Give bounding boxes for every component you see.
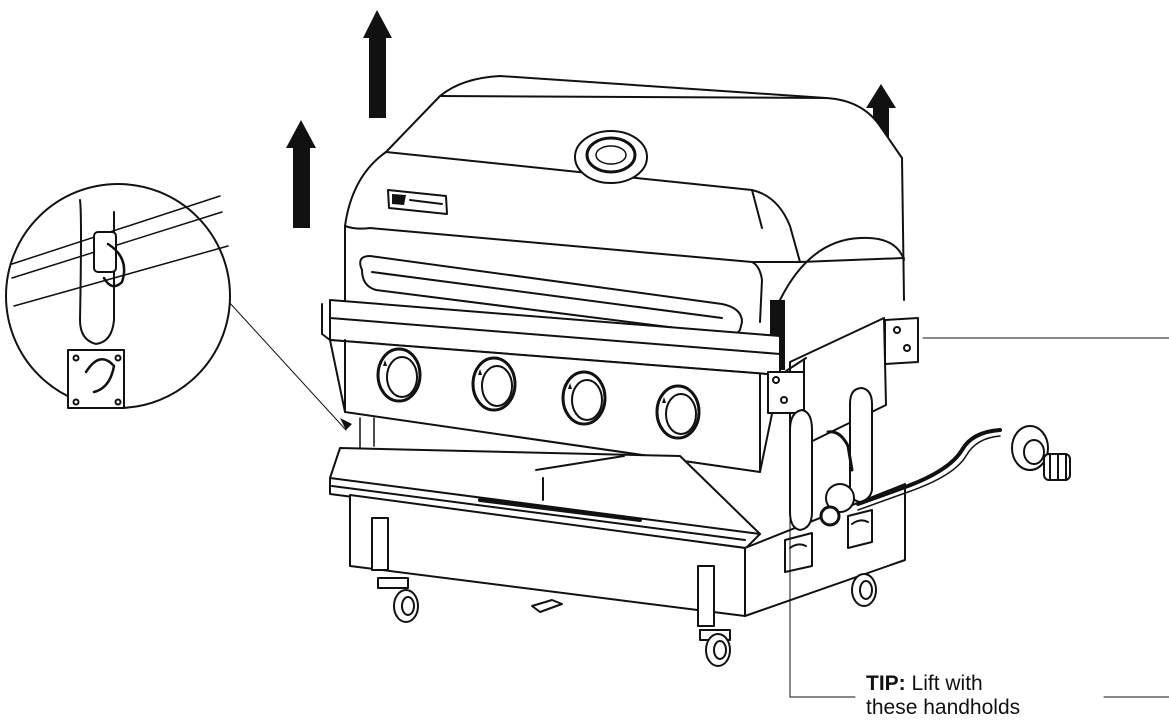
caster-wheel: [697, 565, 731, 667]
lid-handle: [359, 255, 743, 336]
burner-knob: [471, 356, 517, 412]
cart-shelf: [329, 447, 761, 549]
tip-text-line1: Lift with: [911, 672, 983, 695]
burner-knob: [376, 347, 422, 403]
magnifier-detail-icon: [5, 183, 231, 409]
grill-lid: [344, 75, 905, 323]
control-panel: [321, 299, 781, 473]
tip-text-line2: these handholds: [866, 696, 1021, 719]
tip-label: TIP:: [866, 672, 906, 695]
burner-knob: [561, 370, 607, 426]
caster-wheel: [851, 573, 877, 607]
gas-regulator-hose: [819, 425, 1071, 527]
caster-wheel: [371, 517, 419, 623]
up-arrow-icon: [286, 120, 316, 228]
up-arrow-icon: [363, 10, 392, 118]
burner-knob: [655, 384, 701, 440]
grill-logo-icon: [387, 189, 448, 215]
side-handhold-bracket: [767, 317, 919, 453]
callout-leader-lines: [227, 300, 1169, 698]
tip-callout: TIP: Lift with these handholds: [866, 672, 1106, 720]
handhold-strap: [789, 387, 873, 531]
lid-thermometer-icon: [574, 130, 648, 184]
cart-body: [349, 483, 906, 617]
